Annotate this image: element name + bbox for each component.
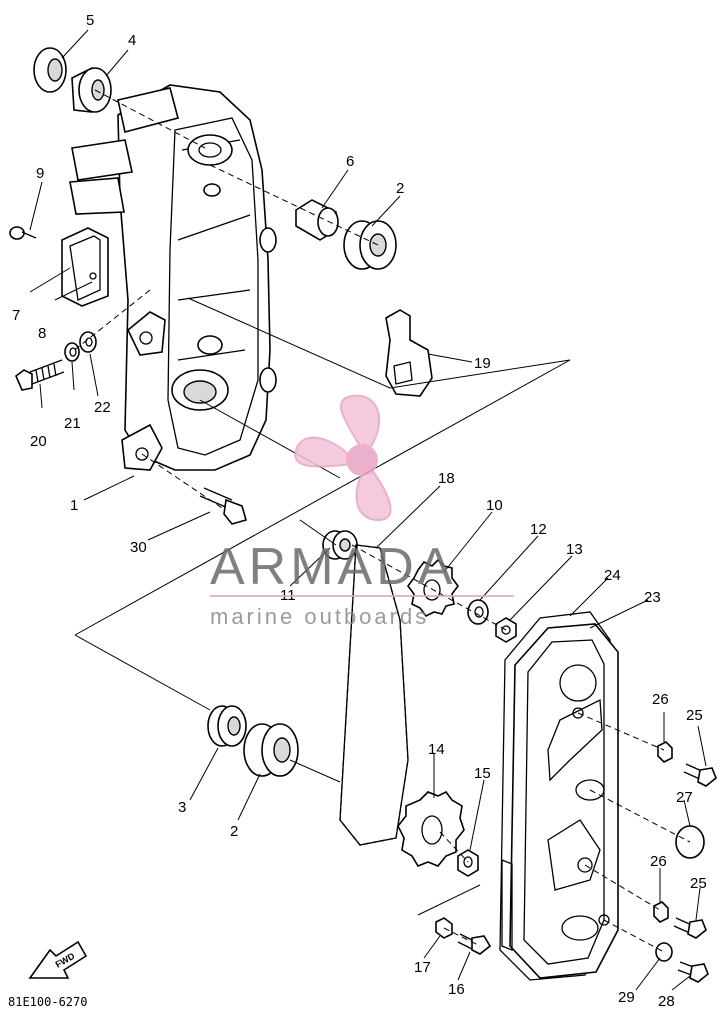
callout-27: 27 (676, 789, 693, 806)
cover-23 (501, 623, 619, 979)
watermark-title: ARMADA (210, 538, 456, 596)
callout-17: 17 (414, 959, 431, 976)
callout-19: 19 (474, 355, 491, 372)
callout-13: 13 (566, 541, 583, 558)
bearing-11 (322, 530, 358, 560)
tensioner-19 (385, 309, 433, 397)
callout-30: 30 (130, 539, 147, 556)
drawing-code: 81E100-6270 (8, 995, 87, 1009)
callout-29: 29 (618, 989, 635, 1006)
callout-25-lower: 25 (690, 875, 707, 892)
callout-23: 23 (644, 589, 661, 606)
callout-6: 6 (346, 153, 354, 170)
callout-numbers: 5 4 9 7 8 6 2 19 20 21 22 1 30 18 10 12 … (12, 12, 707, 1010)
callout-15: 15 (474, 765, 491, 782)
washer-22 (79, 331, 97, 353)
nut-26-lower (653, 901, 669, 923)
chain-18 (339, 544, 409, 846)
callout-1: 1 (70, 497, 78, 514)
bearing-2-lower (243, 723, 299, 777)
spacer-6 (295, 199, 339, 241)
screw-9 (9, 226, 37, 240)
callout-25-upper: 25 (686, 707, 703, 724)
watermark: ARMADA marine outboards (210, 394, 514, 629)
callout-16: 16 (448, 981, 465, 998)
bearing-5 (33, 47, 67, 93)
callout-4: 4 (128, 32, 136, 49)
callout-2-lower: 2 (230, 823, 238, 840)
callout-22: 22 (94, 399, 111, 416)
callout-28: 28 (658, 993, 675, 1010)
assembly-lines (71, 89, 691, 953)
bolt-30 (199, 487, 247, 525)
chaincase-housing (69, 84, 277, 471)
washer-12 (467, 599, 489, 625)
callout-21: 21 (64, 415, 81, 432)
callout-7: 7 (12, 307, 20, 324)
sprocket-14 (397, 790, 465, 867)
callout-8: 8 (38, 325, 46, 342)
bolt-25-lower (673, 917, 707, 939)
callout-18: 18 (438, 470, 455, 487)
bolt-25-upper (683, 763, 717, 787)
callout-10: 10 (486, 497, 503, 514)
bearing-2-upper (343, 220, 397, 270)
callout-2-upper: 2 (396, 180, 404, 197)
watermark-subtitle: marine outboards (210, 604, 429, 629)
callout-3: 3 (178, 799, 186, 816)
callout-12: 12 (530, 521, 547, 538)
fwd-arrow-icon: FWD (28, 940, 88, 979)
plate-7 (61, 227, 109, 307)
bolt-16 (457, 933, 492, 955)
bearing-4 (71, 66, 112, 113)
callout-20: 20 (30, 433, 47, 450)
callout-26-lower: 26 (650, 853, 667, 870)
callout-24: 24 (604, 567, 621, 584)
washer-29 (655, 942, 673, 962)
callout-9: 9 (36, 165, 44, 182)
propeller-logo-icon (294, 394, 392, 522)
nut-26-upper (657, 741, 673, 763)
callout-5: 5 (86, 12, 94, 29)
callout-14: 14 (428, 741, 445, 758)
callout-26-upper: 26 (652, 691, 669, 708)
washer-21 (64, 342, 80, 362)
bolt-20 (15, 359, 65, 391)
bolt-28 (677, 961, 709, 983)
bearing-3 (207, 705, 247, 747)
callout-leaders (29, 29, 707, 991)
